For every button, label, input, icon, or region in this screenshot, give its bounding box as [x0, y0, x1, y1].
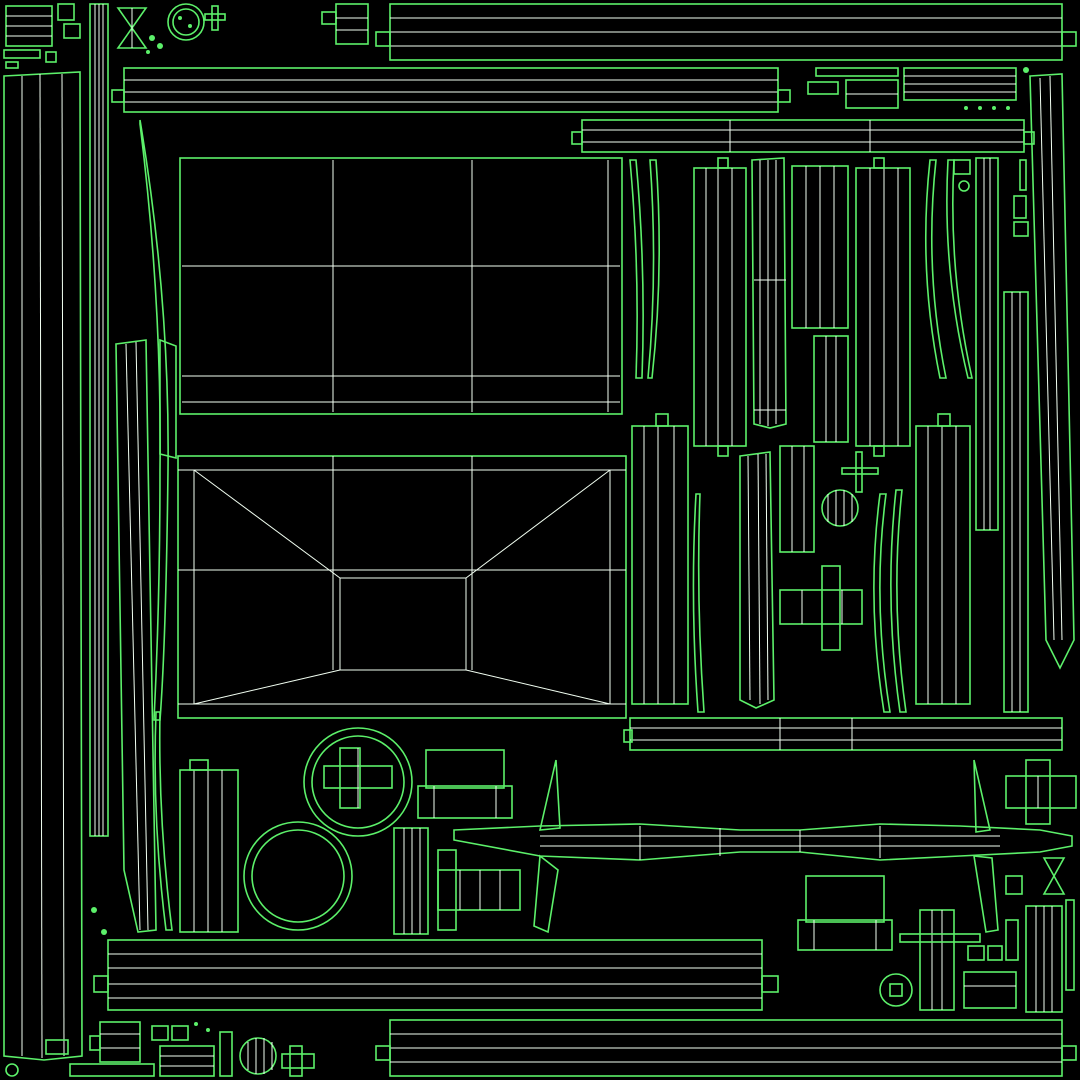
island-ring-upper	[303, 727, 413, 837]
island-left-tall-strip	[3, 71, 83, 1061]
island-tapered-strip-left	[115, 339, 157, 933]
island-left-thin-strip	[89, 3, 109, 837]
island-column-block-7	[739, 445, 815, 709]
island-right-small-icons	[953, 159, 1029, 237]
island-bottom-block-tray	[797, 875, 1019, 1011]
island-ring-lower	[243, 821, 353, 931]
island-top-right-bar-cluster	[807, 67, 1029, 110]
island-curved-strip-right-group	[629, 159, 973, 713]
island-cross-shape-mid	[779, 451, 879, 651]
island-bottom-right-gizmo	[1005, 857, 1075, 1013]
island-column-block-4	[855, 157, 911, 457]
island-column-block-6	[631, 413, 689, 705]
island-bottom-right-cross	[1005, 759, 1077, 825]
island-grid-panel-upper	[179, 157, 623, 415]
island-top-long-bar	[321, 3, 1077, 61]
island-top-left-cluster	[3, 3, 81, 69]
island-mid-horizontal-rail	[623, 717, 1063, 751]
island-grid-panel-lower	[177, 455, 627, 719]
island-box-tray	[417, 749, 513, 819]
island-bottom-long-bar-lower	[375, 1019, 1077, 1077]
island-small-striped-block	[393, 827, 521, 935]
island-right-tall-strip	[1029, 73, 1075, 670]
island-lower-left-block	[179, 759, 239, 933]
island-column-block-1	[693, 157, 747, 457]
island-column-block-3	[791, 165, 849, 443]
island-column-block-8	[915, 413, 971, 705]
island-column-block-2	[751, 157, 787, 429]
island-bottom-left-cluster	[5, 907, 315, 1077]
island-column-block-5	[975, 157, 1029, 713]
island-handle-bar	[453, 759, 1073, 934]
island-horizontal-rail	[571, 119, 1035, 153]
island-second-long-bar	[111, 67, 791, 113]
island-curved-strip-left	[139, 119, 177, 931]
island-top-gizmo	[116, 3, 226, 54]
island-bottom-long-bar-upper	[93, 939, 779, 1011]
